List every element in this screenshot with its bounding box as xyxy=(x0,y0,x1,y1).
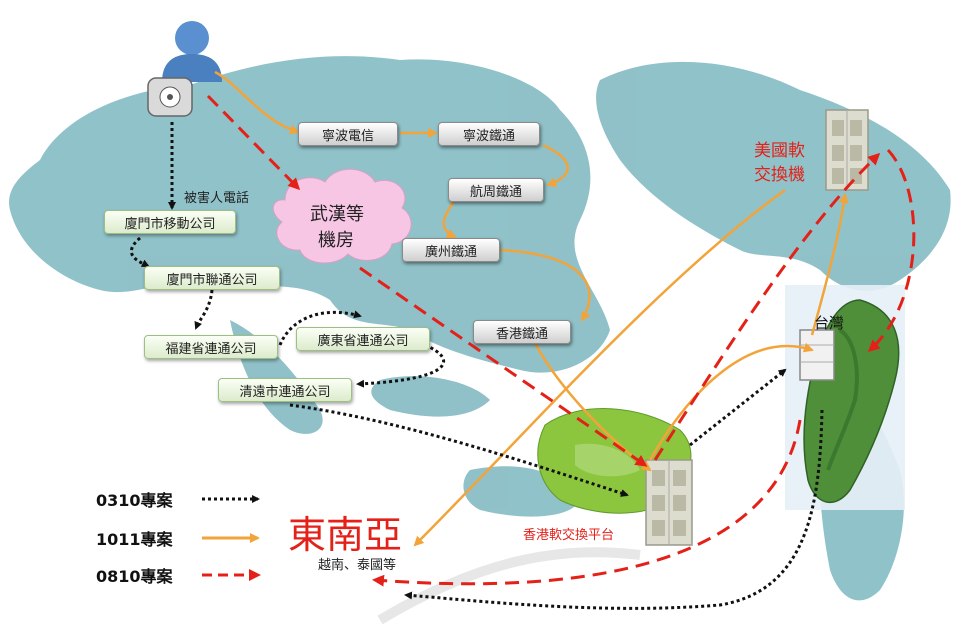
victim-phone-label: 被害人電話 xyxy=(184,191,250,206)
taiwan-label: 台灣 xyxy=(814,314,845,332)
hk-switch-server xyxy=(645,459,693,546)
us-switch-label-line2: 交換機 xyxy=(754,165,805,185)
fujian-unicom-node: 福建省連通公司 xyxy=(144,335,278,359)
legend-label-1011: 1011專案 xyxy=(96,530,173,549)
caller-person-icon xyxy=(162,21,222,82)
route-1011-orange xyxy=(214,70,849,547)
wuhan-room-line2: 機房 xyxy=(318,230,354,251)
southeast-asia-sub-label: 越南、泰國等 xyxy=(318,558,397,573)
taiwan-inset-map xyxy=(785,285,905,510)
guangzhou-railtong-node: 廣州鐵通 xyxy=(402,238,500,262)
telephone-icon xyxy=(147,77,193,117)
legend-item-0310: 0310專案 xyxy=(96,488,173,510)
legend-label-0310: 0310專案 xyxy=(96,491,173,510)
xiamen-mobile-node: 廈門市移動公司 xyxy=(104,210,236,234)
hangzhou-railtong-node: 航周鐵通 xyxy=(448,178,544,202)
ningbo-railtong-node: 寧波鐵通 xyxy=(438,122,540,146)
route-0810-red xyxy=(206,94,916,587)
ningbo-telecom-node: 寧波電信 xyxy=(298,122,398,146)
xiamen-unicom-node: 廈門市聯通公司 xyxy=(144,266,280,290)
route-0310-black xyxy=(130,122,824,610)
taiwan-server xyxy=(799,329,835,381)
wuhan-cloud xyxy=(272,168,412,264)
qingyuan-unicom-node: 清遠市連通公司 xyxy=(218,378,352,402)
us-switch-label-line1: 美國軟 xyxy=(754,141,805,161)
hongkong-railtong-node: 香港鐵通 xyxy=(473,320,571,344)
legend-label-0810: 0810專案 xyxy=(96,567,173,586)
legend-lines xyxy=(202,495,261,581)
hk-platform-label: 香港軟交換平台 xyxy=(523,528,615,543)
guangdong-unicom-node: 廣東省連通公司 xyxy=(296,327,430,351)
legend-item-0810: 0810專案 xyxy=(96,564,173,586)
southeast-asia-label: 東南亞 xyxy=(288,513,403,557)
us-switch-server xyxy=(825,109,869,191)
legend-item-1011: 1011專案 xyxy=(96,527,173,549)
wuhan-room-line1: 武漢等 xyxy=(310,204,364,225)
